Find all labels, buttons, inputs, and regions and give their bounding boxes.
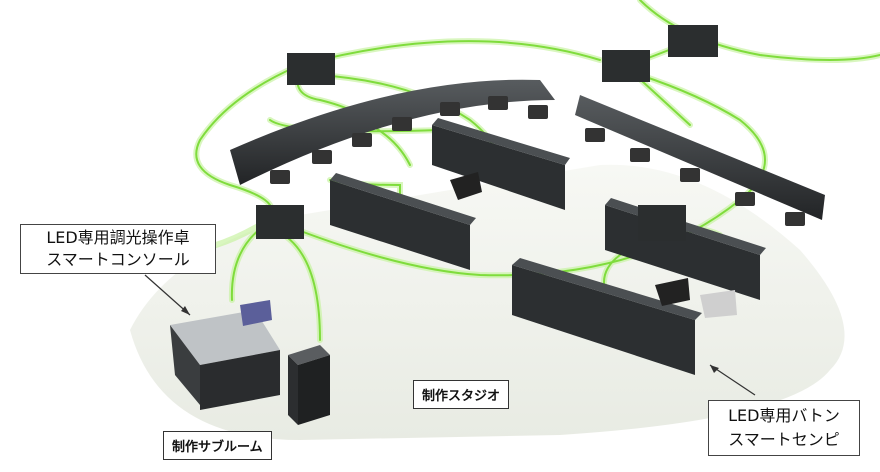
hub-top-right xyxy=(668,25,718,57)
ceiling-fixtures xyxy=(270,96,805,226)
baton-label-line2: スマートセンピ xyxy=(728,430,840,449)
server-rack xyxy=(288,345,330,425)
lighting-console-desk xyxy=(170,300,280,410)
baton-label: LED専用バトン スマートセンピ xyxy=(708,400,860,456)
console-label-line1: LED専用調光操作卓 xyxy=(46,228,190,247)
studio-tag: 制作スタジオ xyxy=(413,380,510,409)
floor-spot-fixtures xyxy=(450,172,737,318)
console-label: LED専用調光操作卓 スマートコンソール xyxy=(20,224,216,274)
baton-right-front xyxy=(512,265,695,375)
baton-label-line1: LED専用バトン xyxy=(728,406,840,425)
subroom-tag: 制作サブルーム xyxy=(163,431,272,460)
network-hubs xyxy=(256,25,718,241)
console-label-line2: スマートコンソール xyxy=(46,250,190,269)
hub-subroom xyxy=(256,205,304,239)
curved-baton-rail xyxy=(230,79,555,185)
hub-right xyxy=(638,205,686,241)
hub-top-left xyxy=(287,53,335,85)
baton-center xyxy=(330,180,470,270)
baton-leader-line xyxy=(709,364,756,396)
hub-top-center xyxy=(602,50,650,82)
baton-center-back xyxy=(432,125,565,210)
straight-baton-rail xyxy=(575,95,825,220)
console-leader-line xyxy=(144,274,191,316)
